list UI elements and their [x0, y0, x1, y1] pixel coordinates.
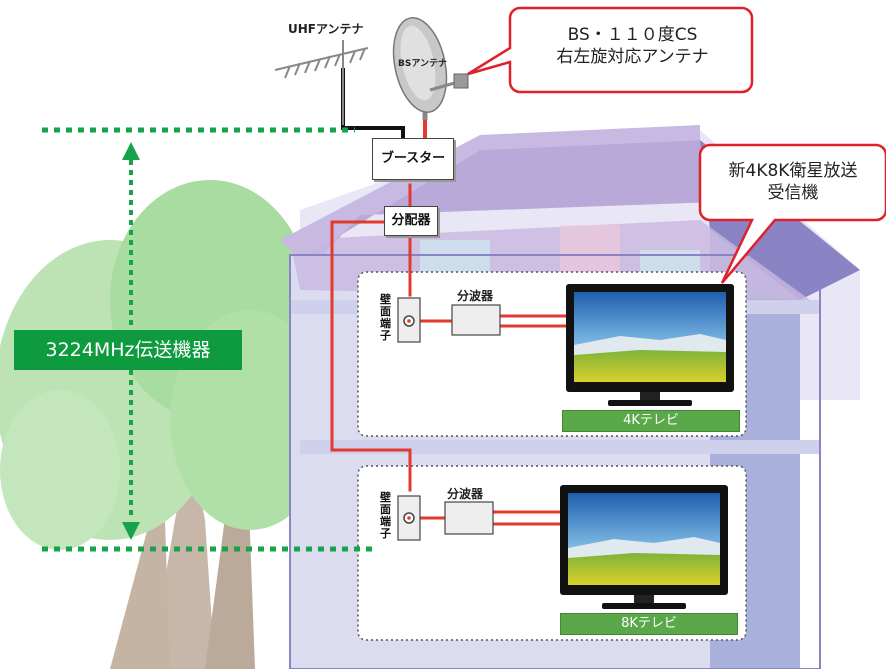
wall-terminal-lower-icon — [397, 495, 421, 541]
tv-4k-icon — [566, 284, 734, 406]
diplexer-lower-icon — [444, 501, 494, 535]
tv-4k-label: 4Kテレビ — [562, 410, 740, 432]
callout-receiver-line1: 新4K8K衛星放送 — [728, 161, 858, 181]
tv-8k-icon — [560, 485, 728, 609]
wall-terminal-upper-label: 壁面端子 — [380, 293, 391, 342]
arrow-up-icon — [122, 142, 140, 160]
callout-antenna-shape — [467, 6, 754, 94]
frequency-badge: 3224MHz伝送機器 — [14, 330, 242, 370]
callout-antenna-line2: 右左旋対応アンテナ — [556, 47, 709, 67]
callout-receiver-line2: 受信機 — [767, 183, 819, 203]
callout-receiver-shape — [698, 143, 886, 284]
bs-dish-antenna-icon — [392, 17, 469, 120]
tree-illustration — [0, 180, 330, 669]
splitter-box: 分配器 — [384, 206, 438, 236]
uhf-antenna-icon — [274, 40, 369, 125]
callout-antenna: BS・１１０度CS 右左旋対応アンテナ — [520, 24, 745, 68]
diplexer-upper-label: 分波器 — [457, 289, 494, 303]
wall-terminal-lower-label: 壁面端子 — [380, 491, 391, 540]
tv-8k-label: 8Kテレビ — [560, 613, 738, 635]
uhf-antenna-label: UHFアンテナ — [288, 22, 364, 36]
arrow-down-icon — [122, 522, 140, 540]
bs-dish-label: BSアンテナ — [398, 59, 447, 69]
callout-antenna-line1: BS・１１０度CS — [567, 25, 698, 45]
wall-terminal-upper-icon — [397, 297, 421, 343]
diplexer-lower-label: 分波器 — [447, 487, 484, 501]
booster-box: ブースター — [372, 138, 454, 180]
callout-receiver: 新4K8K衛星放送 受信機 — [708, 160, 878, 204]
diplexer-upper-icon — [451, 304, 501, 336]
